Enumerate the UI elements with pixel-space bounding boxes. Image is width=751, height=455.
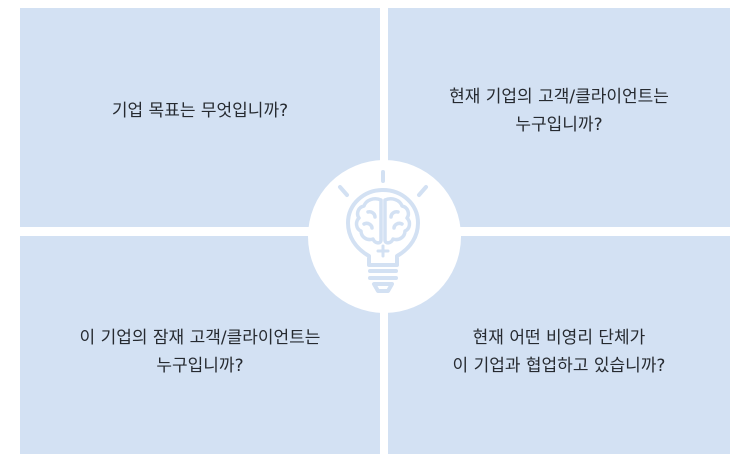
question-line-1: 현재 기업의 고객/클라이언트는 [449, 86, 669, 107]
quadrant-text: 기업 목표는 무엇입니까? [112, 97, 288, 125]
filament-plus [376, 244, 390, 258]
quadrant-text: 이 기업의 잠재 고객/클라이언트는 누구입니까? [80, 324, 321, 380]
bulb-outline [346, 188, 420, 267]
bulb-base [368, 269, 398, 293]
quadrant-text: 현재 어떤 비영리 단체가 이 기업과 협업하고 있습니까? [453, 324, 666, 380]
light-rays [338, 170, 428, 197]
quadrant-top-left: 기업 목표는 무엇입니까? [20, 8, 380, 227]
question-line-2: 누구입니까? [156, 356, 244, 376]
quadrant-text: 현재 기업의 고객/클라이언트는 누구입니까? [449, 83, 669, 139]
question-line-1: 기업 목표는 무엇입니까? [111, 100, 289, 121]
brain-shape [354, 197, 412, 245]
question-line-1: 이 기업의 잠재 고객/클라이언트는 [79, 328, 321, 348]
question-line-2: 이 기업과 협업하고 있습니까? [452, 356, 666, 376]
lightbulb-brain-icon [338, 170, 428, 293]
question-line-1: 현재 어떤 비영리 단체가 [472, 328, 646, 348]
question-line-2: 누구입니까? [515, 114, 603, 135]
